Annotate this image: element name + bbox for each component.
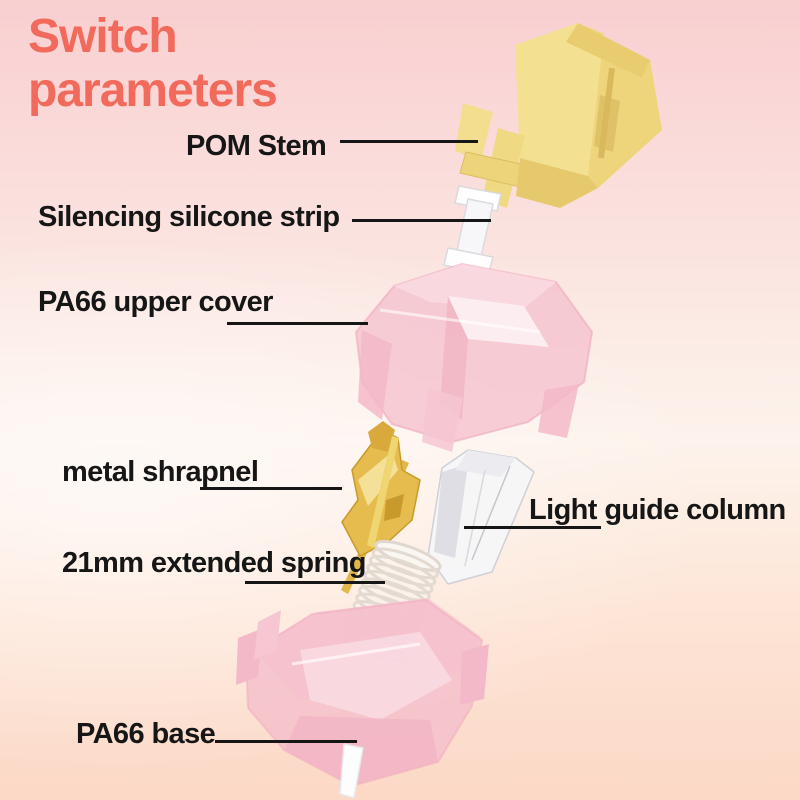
page-title: Switch parameters bbox=[28, 10, 278, 118]
label-light-guide-column: Light guide column bbox=[529, 494, 786, 526]
leader-line-pa66-base bbox=[215, 740, 357, 743]
pom-stem-part bbox=[455, 23, 662, 208]
page-title-line1: Switch bbox=[28, 10, 178, 63]
label-21mm-extended-spring: 21mm extended spring bbox=[62, 547, 366, 579]
metal-shrapnel-part bbox=[341, 421, 421, 594]
label-pom-stem: POM Stem bbox=[186, 130, 327, 162]
upper-cover-part bbox=[355, 263, 593, 452]
label-pa66-upper-cover: PA66 upper cover bbox=[38, 286, 273, 318]
leader-line-pom-stem bbox=[340, 140, 478, 143]
light-guide-column-part bbox=[427, 449, 535, 585]
page-title-line2: parameters bbox=[28, 63, 278, 117]
leader-line-pa66-upper-cover bbox=[227, 322, 368, 325]
label-pa66-base: PA66 base bbox=[76, 718, 216, 750]
leader-line-light-guide-column bbox=[464, 526, 601, 529]
label-metal-shrapnel: metal shrapnel bbox=[62, 456, 259, 488]
leader-line-metal-shrapnel bbox=[200, 487, 342, 490]
leader-line-21mm-extended-spring bbox=[245, 581, 385, 584]
base-part bbox=[236, 598, 489, 799]
silicone-strip-part bbox=[443, 185, 502, 276]
label-silencing-silicone-strip: Silencing silicone strip bbox=[38, 201, 340, 233]
leader-line-silencing-silicone-strip bbox=[352, 219, 491, 222]
